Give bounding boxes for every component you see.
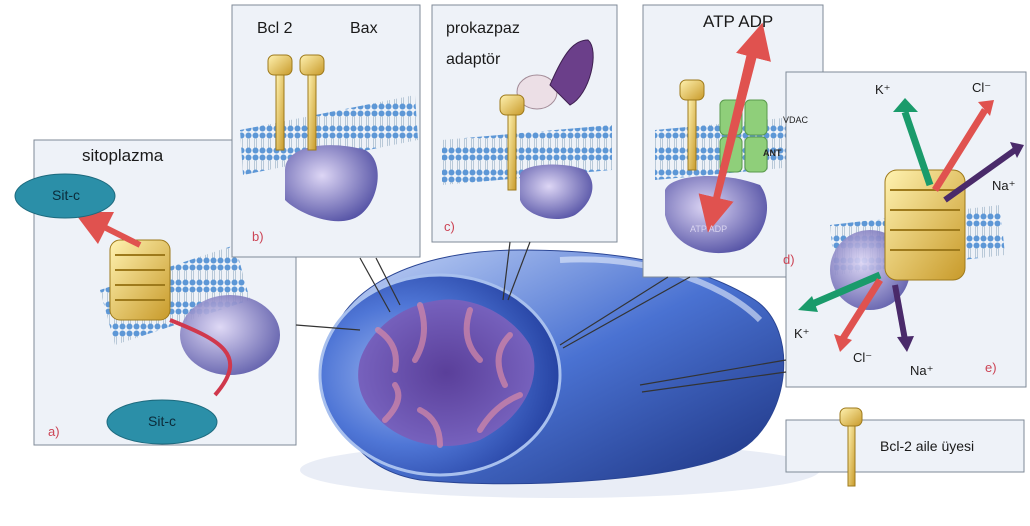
- ant-label: ANT: [763, 148, 782, 158]
- bcl2-label: Bcl 2: [257, 20, 293, 38]
- panel-b-letter: b): [252, 229, 264, 244]
- panel-b: [232, 5, 420, 257]
- cl-top-label: Cl⁻: [972, 80, 991, 96]
- panel-c-letter: c): [444, 219, 455, 234]
- panel-e: [786, 72, 1026, 387]
- panel-d-letter: d): [783, 252, 795, 267]
- k-bottom-label: K⁺: [794, 326, 810, 342]
- panel-e-letter: e): [985, 360, 997, 375]
- atp-adp-title: ATP ADP: [703, 12, 773, 32]
- na-top-label: Na⁺: [992, 178, 1015, 194]
- cl-bottom-label: Cl⁻: [853, 350, 872, 366]
- cytoplasm-label: sitoplazma: [82, 146, 163, 166]
- vdac-label: VDAC: [783, 115, 808, 125]
- legend-label: Bcl-2 aile üyesi: [880, 438, 974, 454]
- panel-c: [432, 5, 617, 242]
- mitochondrion: [300, 250, 820, 498]
- adaptor-label: adaptör: [446, 51, 500, 69]
- na-bottom-label: Na⁺: [910, 363, 933, 379]
- channel-complex-e: [885, 170, 965, 280]
- channel-complex-a: [110, 240, 170, 320]
- k-top-label: K⁺: [875, 82, 891, 98]
- bax-label: Bax: [350, 20, 378, 38]
- atp-adp-inner-label: ATP ADP: [690, 224, 727, 234]
- cytochrome-c-top-label: Sit-c: [38, 187, 94, 203]
- procaspase-label: prokazpaz: [446, 20, 520, 38]
- panel-a-letter: a): [48, 424, 60, 439]
- cytochrome-c-bottom-label: Sit-c: [132, 413, 192, 429]
